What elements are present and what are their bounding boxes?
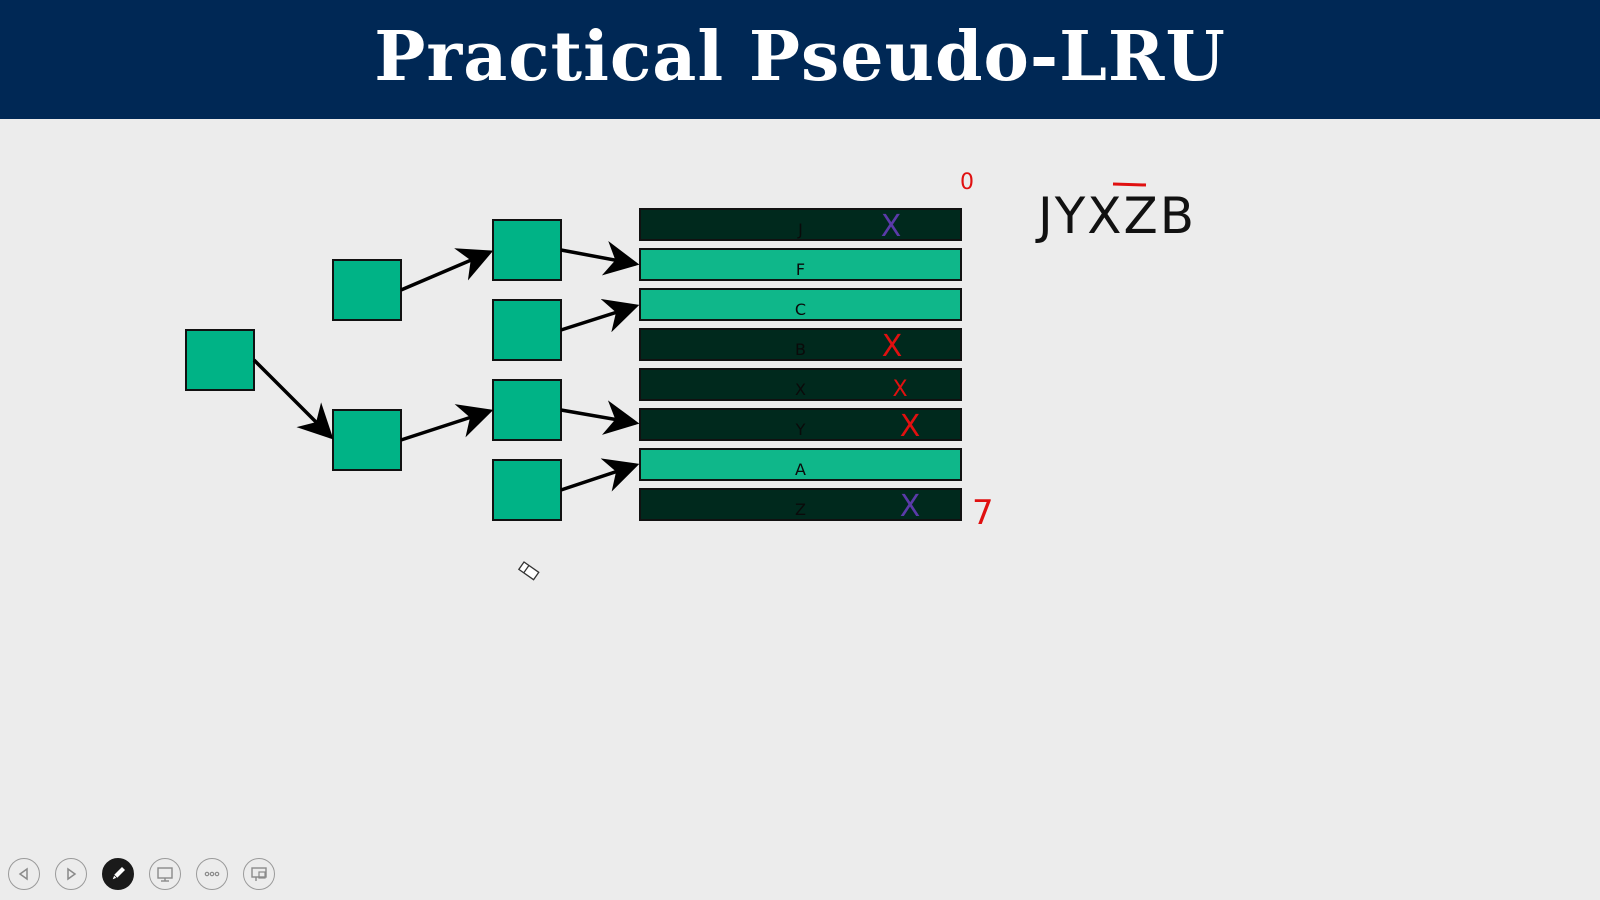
handwritten-annotations: 0 7 [960, 170, 1147, 533]
more-icon [204, 871, 220, 877]
cache-line-y [639, 408, 962, 441]
arrow-l1top-to-l2-1 [400, 248, 494, 292]
cache-line-z [639, 488, 962, 521]
arrow-l2-1-to-line [560, 241, 640, 276]
access-sequence: JYXZB [1038, 187, 1197, 245]
strike-mark-b: X [882, 329, 903, 364]
cache-line-j [639, 208, 962, 241]
arrow-root-to-l1-bottom [252, 358, 334, 440]
cache-line-label: A [795, 460, 806, 479]
presenter-view-button[interactable] [243, 858, 275, 890]
title-bar: Practical Pseudo-LRU [0, 0, 1600, 119]
cache-line-label: J [797, 220, 803, 239]
strike-mark-y: X [900, 409, 921, 444]
cache-line-label: Y [795, 420, 806, 439]
next-button[interactable] [55, 858, 87, 890]
strike-mark-j: X [881, 209, 902, 244]
cache-line-a [639, 448, 962, 481]
tree-node-l1-bottom [332, 409, 402, 471]
tree-node-l2-3 [492, 379, 562, 441]
cache-line-label: C [795, 300, 806, 319]
annotation-bottom-index: 7 [972, 493, 994, 533]
see-all-slides-button[interactable] [149, 858, 181, 890]
annotation-top-index: 0 [960, 170, 974, 195]
arrow-l2-2-to-line [560, 298, 640, 333]
cache-line-label: F [796, 260, 805, 279]
tree-node-l2-1 [492, 219, 562, 281]
pen-icon [111, 867, 125, 881]
next-icon [67, 867, 77, 881]
tree-node-l2-4 [492, 459, 562, 521]
presenter-view-icon [251, 867, 267, 881]
annotation-overline [1112, 182, 1147, 187]
slideshow-toolbar [8, 858, 275, 892]
slides-icon [157, 867, 173, 882]
tree-arrows [252, 241, 640, 492]
previous-button[interactable] [8, 858, 40, 890]
cache-line-x [639, 368, 962, 401]
arrow-l1bottom-to-l2-3 [400, 404, 494, 442]
cache-line-c [639, 288, 962, 321]
previous-icon [18, 867, 28, 881]
slide-title: Practical Pseudo-LRU [374, 16, 1226, 97]
pen-tool-button[interactable] [102, 858, 134, 890]
cache-line-label: Z [795, 500, 806, 519]
arrow-l2-3-to-line [560, 400, 640, 435]
eraser-cursor-icon [517, 561, 540, 581]
tree-nodes [185, 219, 562, 521]
cache-line-f [639, 248, 962, 281]
more-options-button[interactable] [196, 858, 228, 890]
strike-mark-x: X [892, 377, 907, 402]
arrow-l2-4-to-line [560, 458, 640, 492]
tree-node-root [185, 329, 255, 391]
strike-mark-z: X [900, 489, 921, 524]
cache-line-b [639, 328, 962, 361]
cache-line-label: X [795, 380, 806, 399]
tree-node-l2-2 [492, 299, 562, 361]
cache-line-label: B [795, 340, 806, 359]
tree-node-l1-top [332, 259, 402, 321]
